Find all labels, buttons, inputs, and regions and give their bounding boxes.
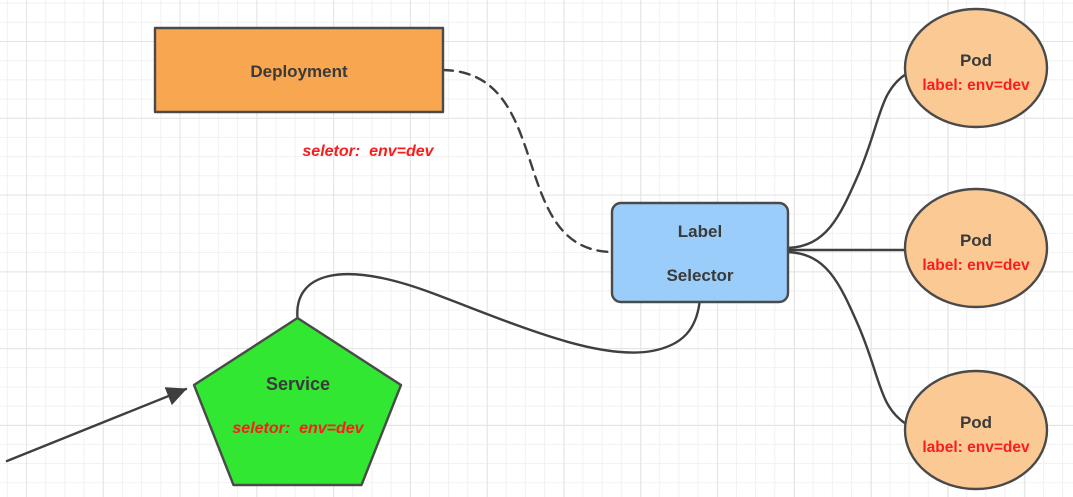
pod-3-title: Pod (960, 413, 992, 432)
label-selector-rect[interactable] (610, 201, 790, 304)
node-pod-3[interactable]: Pod label: env=dev (903, 369, 1049, 491)
pod-1-label: label: env=dev (922, 77, 1030, 94)
node-label-selector[interactable]: Label Selector (610, 201, 790, 304)
pod-3-ellipse[interactable] (903, 369, 1049, 491)
deployment-label: Deployment (250, 62, 348, 81)
label-selector-line2: Selector (666, 266, 733, 285)
node-pod-2[interactable]: Pod label: env=dev (903, 187, 1049, 309)
edge-deployment-to-selector[interactable] (441, 68, 613, 254)
arrow-to-service[interactable] (5, 387, 188, 463)
edge-selector-to-pod-3[interactable] (786, 250, 908, 426)
service-pentagon[interactable] (192, 316, 403, 487)
deployment-rect[interactable] (153, 26, 445, 114)
edge-selector-to-pod-1[interactable] (786, 72, 908, 250)
pod-2-ellipse[interactable] (903, 187, 1049, 309)
node-pod-1[interactable]: Pod label: env=dev (903, 7, 1049, 129)
edge-service-to-selector[interactable] (296, 273, 701, 354)
label-selector-line1: Label (678, 222, 722, 241)
pod-3-label: label: env=dev (922, 439, 1030, 456)
node-service[interactable]: Service seletor: env=dev (192, 316, 403, 487)
pod-2-label: label: env=dev (922, 257, 1030, 274)
node-deployment[interactable]: Deployment (153, 26, 445, 114)
service-label: Service (266, 374, 330, 394)
service-selector-note: seletor: env=dev (232, 420, 364, 437)
pod-1-title: Pod (960, 51, 992, 70)
pod-2-title: Pod (960, 231, 992, 250)
deployment-selector-note: seletor: env=dev (302, 143, 434, 160)
pod-1-ellipse[interactable] (903, 7, 1049, 129)
